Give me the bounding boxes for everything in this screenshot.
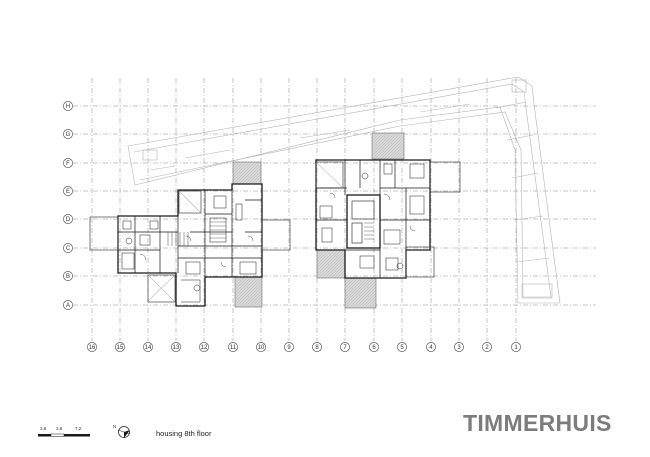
scale-label-3: 7,2 <box>75 426 82 431</box>
grid-column-label: 13 <box>173 345 180 351</box>
grid-row-f: F <box>63 158 596 168</box>
right-building-plan <box>315 159 461 279</box>
grid-column-label: 6 <box>372 345 376 351</box>
grid-row-label: B <box>66 274 70 280</box>
north-label: N <box>113 424 116 429</box>
north-arrow-icon: N <box>113 424 131 438</box>
grid-column-5: 5 <box>397 78 407 352</box>
grid-column-2: 2 <box>482 78 492 352</box>
grid-column-label: 14 <box>145 345 152 351</box>
grid-column-11: 11 <box>228 78 238 352</box>
grid-column-3: 3 <box>454 78 464 352</box>
grid-column-label: 7 <box>343 345 347 351</box>
grid-column-label: 2 <box>485 345 489 351</box>
grid-column-8: 8 <box>312 78 322 352</box>
grid-column-16: 16 <box>87 78 97 352</box>
lower-building-outline <box>127 76 561 304</box>
scale-label-1: 3,6 <box>40 426 47 431</box>
grid-row-h: H <box>63 101 596 111</box>
grid-column-label: 8 <box>315 345 319 351</box>
grid-row-label: D <box>66 217 71 223</box>
brand-logo-text: TIMMERHUIS <box>463 410 612 436</box>
balconies <box>232 132 405 309</box>
grid-column-label: 15 <box>117 345 124 351</box>
grid-row-label: F <box>66 161 70 167</box>
grid-column-label: 12 <box>201 345 208 351</box>
grid-row-label: H <box>66 104 70 110</box>
grid-column-13: 13 <box>171 78 181 352</box>
grid-column-label: 10 <box>258 345 265 351</box>
grid-row-a: A <box>63 300 596 310</box>
left-building-plan <box>89 183 291 307</box>
grid-row-label: E <box>66 189 70 195</box>
grid-column-label: 11 <box>230 345 237 351</box>
grid-column-14: 14 <box>143 78 153 352</box>
drawing-caption: housing 8th floor <box>156 429 212 438</box>
grid-column-10: 10 <box>256 78 266 352</box>
grid-column-9: 9 <box>284 78 294 352</box>
grid-row-label: G <box>66 132 71 138</box>
grid-row-label: A <box>66 303 70 309</box>
scale-label-2: 3,6 <box>56 426 63 431</box>
grid-column-15: 15 <box>115 78 125 352</box>
grid-column-4: 4 <box>426 78 436 352</box>
grid-column-7: 7 <box>340 78 350 352</box>
grid-row-g: G <box>63 129 596 139</box>
grid-column-label: 3 <box>457 345 461 351</box>
grid-column-label: 4 <box>429 345 433 351</box>
grid-column-12: 12 <box>199 78 209 352</box>
grid-column-label: 1 <box>514 345 518 351</box>
grid-row-e: E <box>63 186 596 196</box>
grid-column-label: 16 <box>89 345 96 351</box>
grid-column-label: 9 <box>287 345 291 351</box>
grid-column-label: 5 <box>400 345 404 351</box>
grid-columns: 16 15 14 13 12 11 10 9 8 7 6 5 4 3 2 1 <box>87 78 521 352</box>
scale-bar: 3,6 3,6 7,2 <box>38 426 90 437</box>
grid-row-label: C <box>66 246 71 252</box>
